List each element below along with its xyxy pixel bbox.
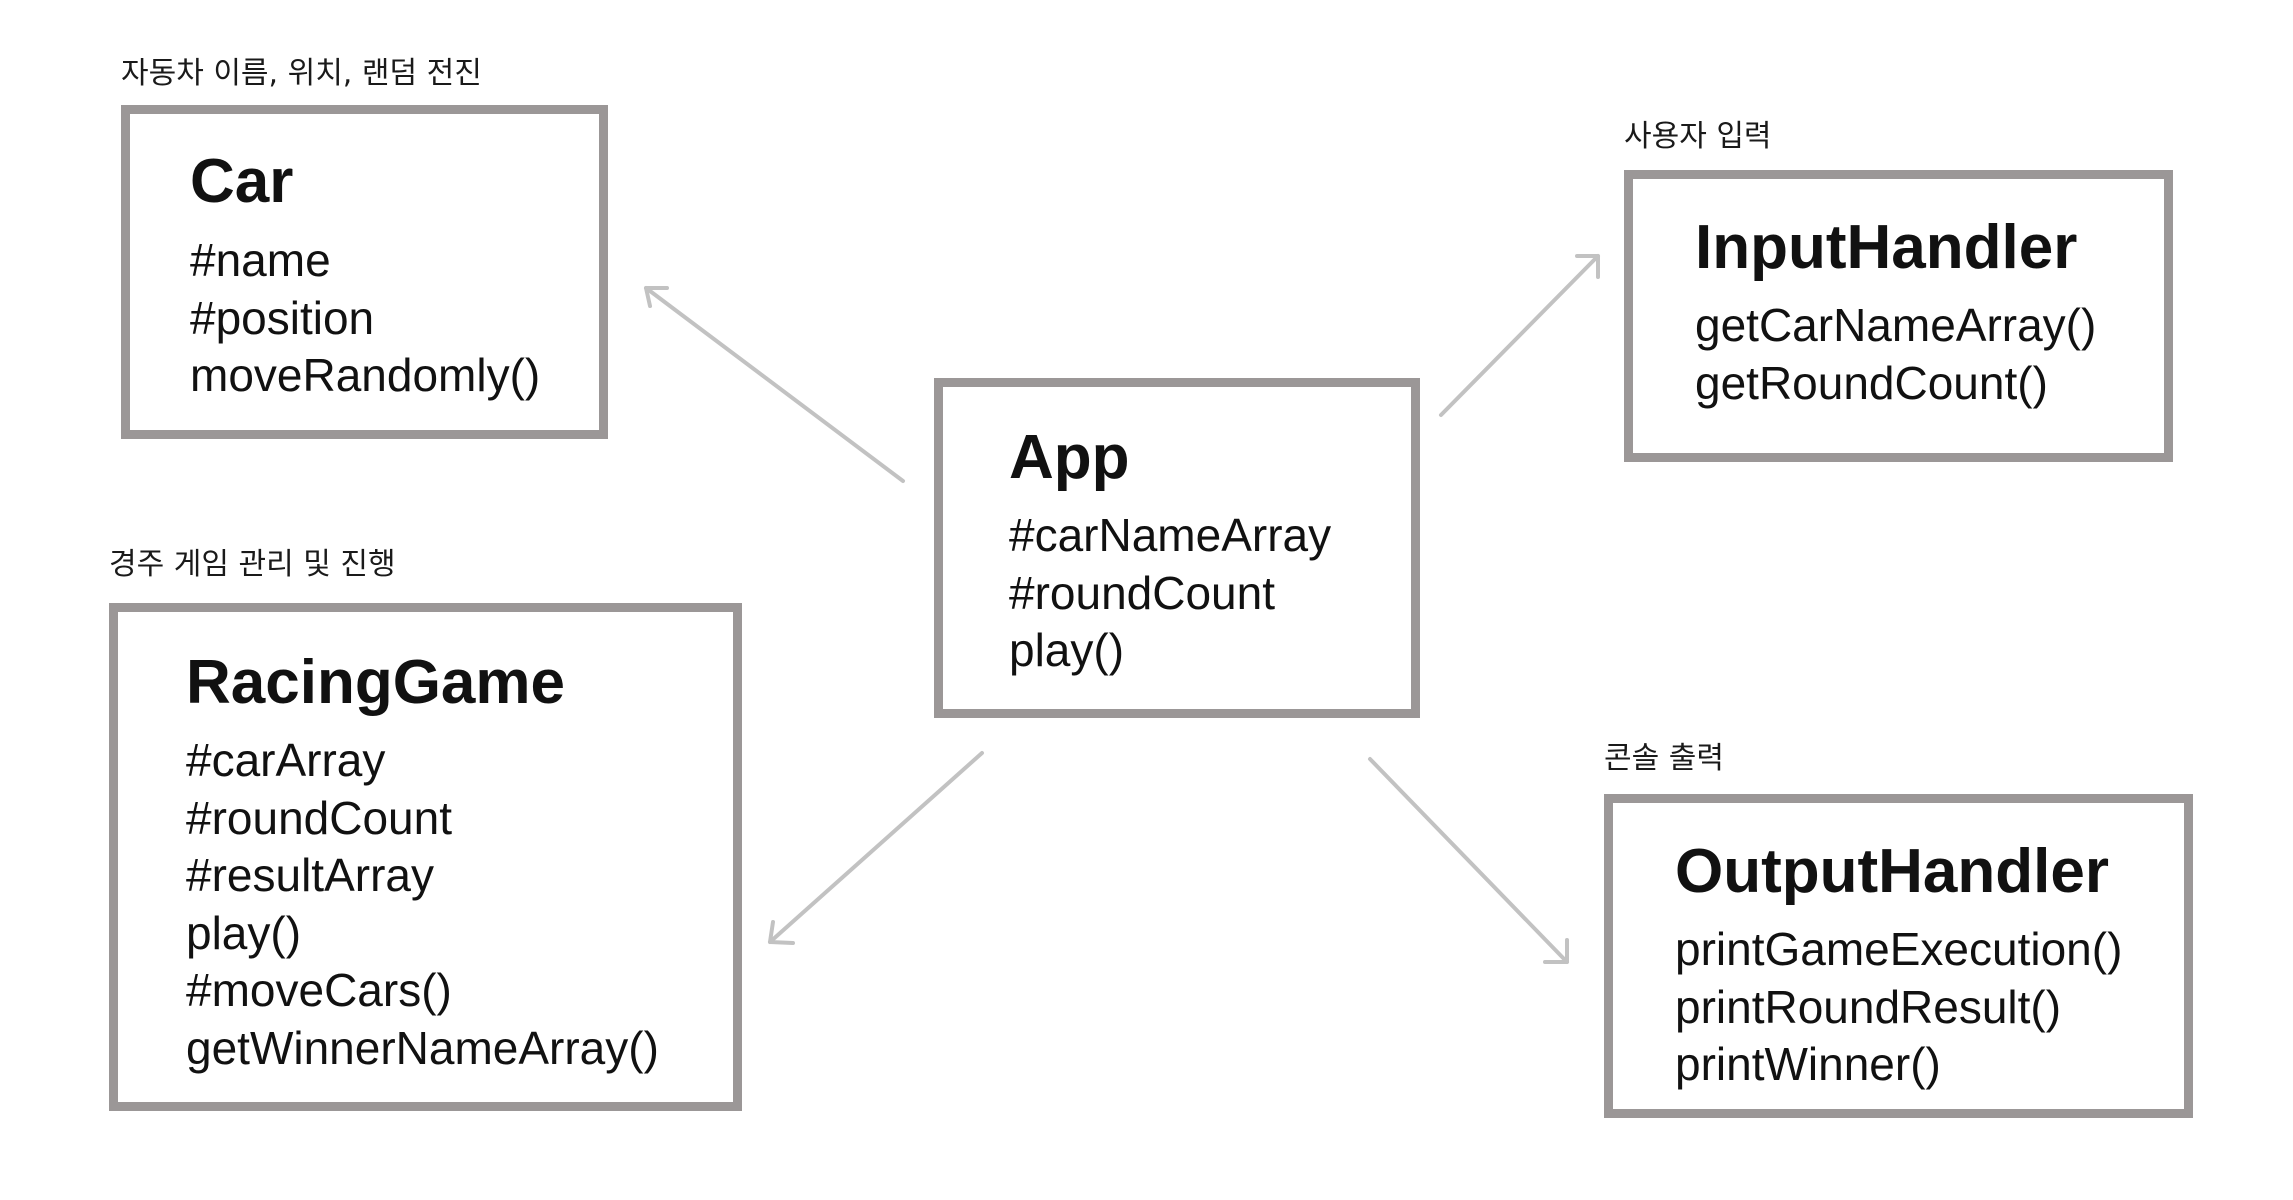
outputhandler-caption: 콘솔 출력 xyxy=(1604,741,1724,776)
racinggame-member: #carArray xyxy=(186,734,386,786)
outputhandler-class-title: OutputHandler xyxy=(1675,837,2109,906)
racinggame-member: #resultArray xyxy=(186,849,434,901)
outputhandler-member: printRoundResult() xyxy=(1675,980,2062,1033)
racinggame-class-members: #carArray #roundCount #resultArray play(… xyxy=(186,732,659,1077)
outputhandler-member: printWinner() xyxy=(1675,1038,1941,1090)
arrow-app-to-outputhandler xyxy=(1368,757,1569,964)
racinggame-member: #roundCount xyxy=(186,791,452,844)
arrow-app-to-inputhandler xyxy=(1439,254,1600,417)
car-class-members: #name #position moveRandomly() xyxy=(190,232,540,405)
car-class-title: Car xyxy=(190,147,294,216)
app-member: #carNameArray xyxy=(1009,509,1332,561)
racinggame-class-title: RacingGame xyxy=(186,648,566,717)
inputhandler-member: getCarNameArray() xyxy=(1695,299,2097,351)
racinggame-member: #moveCars() xyxy=(186,964,452,1016)
inputhandler-class-box: InputHandler getCarNameArray() getRoundC… xyxy=(1624,170,2173,462)
app-class-members: #carNameArray #roundCount play() xyxy=(1009,507,1331,680)
car-member: moveRandomly() xyxy=(190,349,541,401)
arrow-app-to-racinggame xyxy=(768,751,984,945)
app-class-box: App #carNameArray #roundCount play() xyxy=(934,378,1420,718)
racinggame-member: play() xyxy=(186,906,302,959)
arrow-app-to-car xyxy=(644,286,905,483)
inputhandler-class-title: InputHandler xyxy=(1695,213,2078,282)
car-member: #position xyxy=(190,291,375,344)
outputhandler-class-members: printGameExecution() printRoundResult() … xyxy=(1675,921,2122,1094)
outputhandler-class-box: OutputHandler printGameExecution() print… xyxy=(1604,794,2193,1118)
app-class-title: App xyxy=(1009,423,1130,492)
car-class-box: Car #name #position moveRandomly() xyxy=(121,105,608,439)
outputhandler-member: printGameExecution() xyxy=(1675,923,2123,975)
inputhandler-caption: 사용자 입력 xyxy=(1624,119,1772,154)
inputhandler-member: getRoundCount() xyxy=(1695,356,2048,409)
inputhandler-class-members: getCarNameArray() getRoundCount() xyxy=(1695,297,2096,412)
racinggame-class-box: RacingGame #carArray #roundCount #result… xyxy=(109,603,742,1111)
racinggame-member: getWinnerNameArray() xyxy=(186,1021,659,1074)
car-member: #name xyxy=(190,234,331,286)
app-member: play() xyxy=(1009,624,1125,676)
app-member: #roundCount xyxy=(1009,566,1275,619)
car-caption: 자동차 이름, 위치, 랜덤 전진 xyxy=(121,56,482,91)
racinggame-caption: 경주 게임 관리 및 진행 xyxy=(109,547,396,582)
